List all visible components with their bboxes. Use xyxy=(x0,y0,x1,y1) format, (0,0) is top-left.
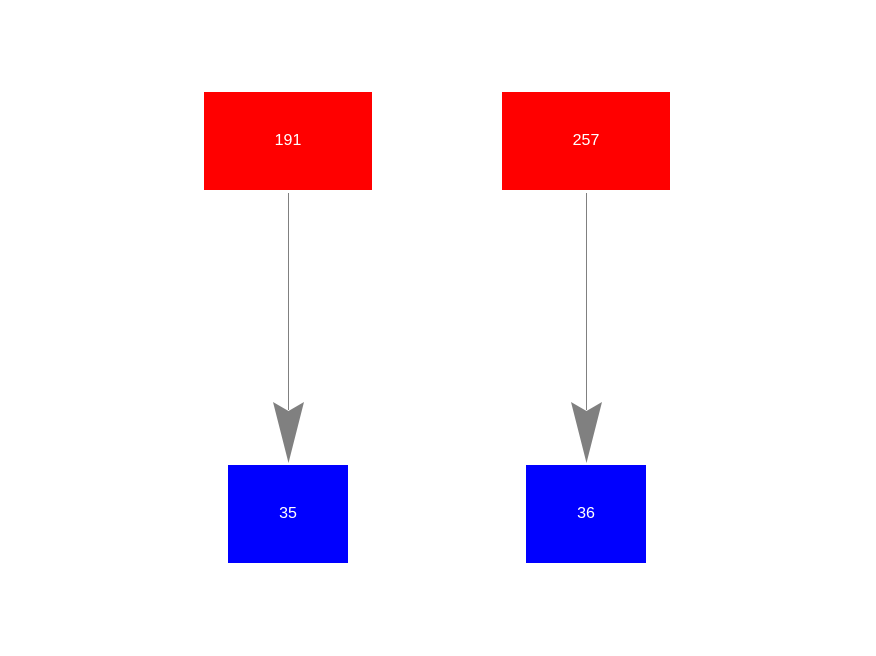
edge-191-to-35 xyxy=(273,193,304,463)
node-36: 36 xyxy=(526,465,646,563)
edge-257-to-36 xyxy=(571,193,602,463)
node-label: 36 xyxy=(577,505,595,522)
node-label: 257 xyxy=(572,132,600,149)
node-35: 35 xyxy=(228,465,348,563)
node-257: 257 xyxy=(502,92,670,190)
node-label: 35 xyxy=(279,505,297,522)
node-191: 191 xyxy=(204,92,372,190)
node-label: 191 xyxy=(274,132,302,149)
